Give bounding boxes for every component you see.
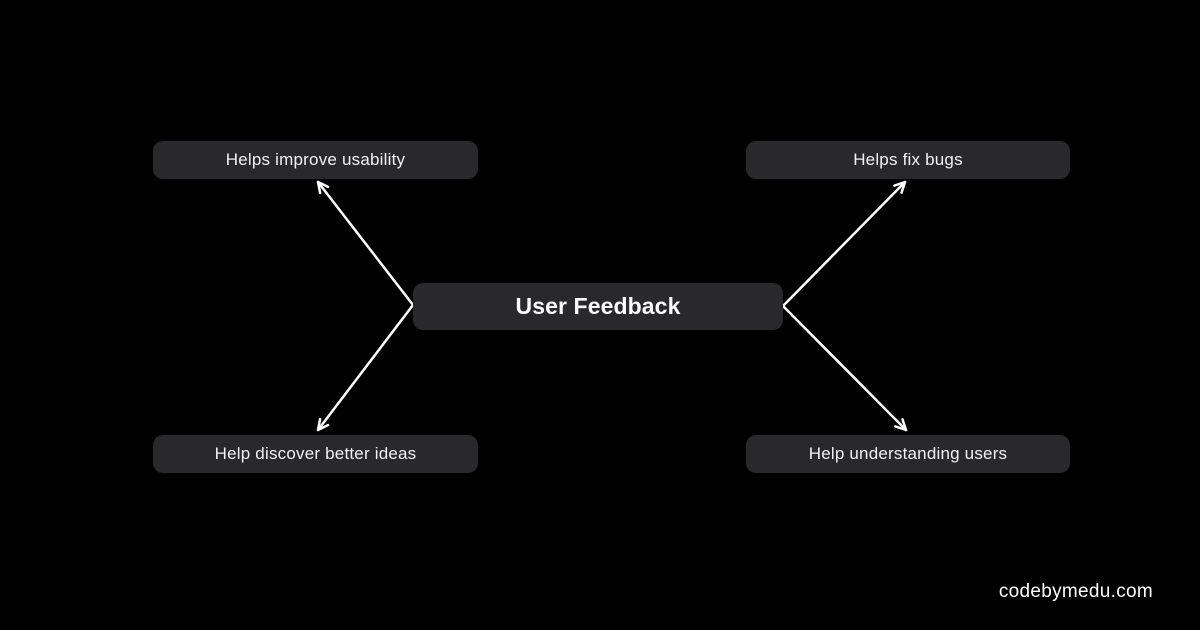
node-help-understanding-users: Help understanding users — [746, 435, 1070, 473]
node-helps-improve-usability: Helps improve usability — [153, 141, 478, 179]
arrow-to-top-left — [316, 180, 415, 307]
node-user-feedback: User Feedback — [413, 283, 783, 330]
node-label: User Feedback — [515, 293, 681, 319]
node-helps-fix-bugs: Helps fix bugs — [746, 141, 1070, 179]
arrow-to-bottom-left — [316, 303, 415, 432]
node-help-discover-better-ideas: Help discover better ideas — [153, 435, 478, 473]
node-label: Help discover better ideas — [214, 444, 417, 463]
node-label: Helps improve usability — [225, 150, 406, 169]
arrow-to-top-right — [781, 180, 907, 308]
node-label: Helps fix bugs — [853, 150, 963, 169]
watermark-url: codebymedu.com — [998, 581, 1153, 602]
arrow-to-bottom-right — [781, 304, 908, 432]
node-label: Help understanding users — [808, 444, 1008, 463]
